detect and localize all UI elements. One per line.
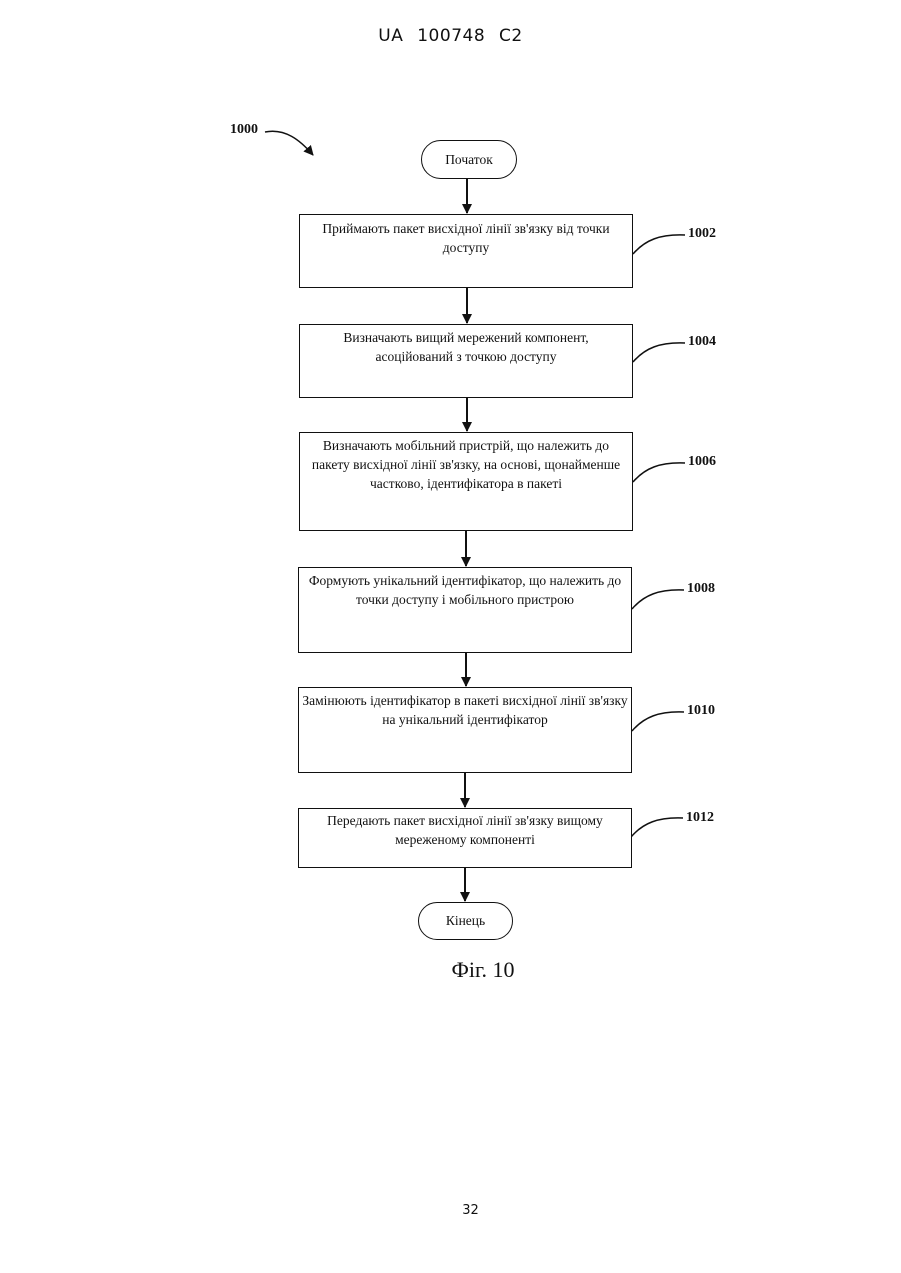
end-terminal: Кінець	[418, 902, 513, 940]
ref-leader-1004	[633, 343, 685, 362]
start-terminal: Початок	[421, 140, 517, 179]
ref-leader-1012	[631, 818, 683, 837]
step-ref-1002: 1002	[688, 226, 716, 242]
step-ref-1008: 1008	[687, 581, 715, 597]
step-text-1006: Визначають мобільний пристрій, що належи…	[303, 436, 629, 493]
diagram-label-arrow	[265, 131, 313, 155]
page-number: 32	[0, 1203, 901, 1218]
start-label: Початок	[445, 152, 493, 168]
step-ref-1010: 1010	[687, 703, 715, 719]
step-ref-1006: 1006	[688, 454, 716, 470]
figure-caption: Фіг. 10	[0, 957, 901, 983]
step-text-1002: Приймають пакет висхідної лінії зв'язку …	[303, 219, 629, 257]
ref-leader-1006	[633, 463, 685, 482]
ref-leader-1002	[633, 235, 685, 254]
step-ref-1012: 1012	[686, 810, 714, 826]
step-text-1010: Замінюють ідентифікатор в пакеті висхідн…	[302, 691, 628, 729]
step-ref-1004: 1004	[688, 334, 716, 350]
step-text-1008: Формують унікальний ідентифікатор, що на…	[302, 571, 628, 609]
step-text-1012: Передають пакет висхідної лінії зв'язку …	[302, 811, 628, 849]
step-text-1004: Визначають вищий мережений компонент, ас…	[303, 328, 629, 366]
ref-leader-1008	[632, 590, 684, 609]
end-label: Кінець	[446, 913, 485, 929]
diagram-id-label: 1000	[230, 122, 258, 138]
ref-leader-1010	[632, 712, 684, 731]
